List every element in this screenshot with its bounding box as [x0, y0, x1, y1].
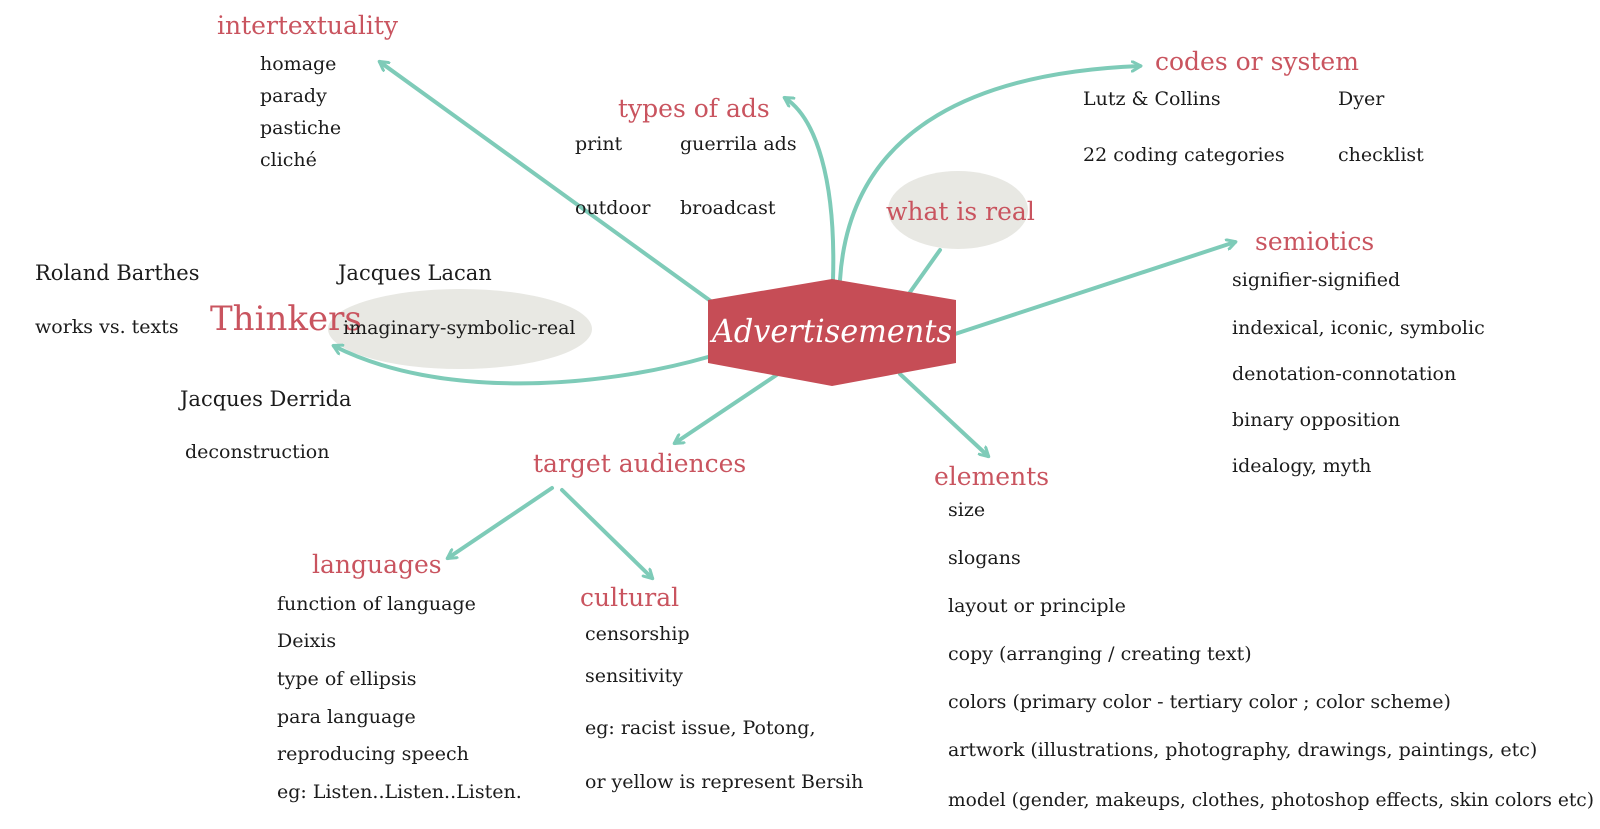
elements-item: artwork (illustrations, photography, dra… [948, 739, 1537, 761]
cultural-item: or yellow is represent Bersih [585, 771, 863, 793]
types-of-ads-item: print [575, 133, 623, 155]
elements-item: layout or principle [948, 595, 1126, 617]
codes-or-system-item: checklist [1338, 144, 1424, 166]
thinkers-item: deconstruction [185, 441, 329, 463]
languages-item: eg: Listen..Listen..Listen. [277, 781, 522, 803]
cultural-heading[interactable]: cultural [580, 583, 679, 612]
lacan-bubble [328, 289, 592, 369]
semiotics-item: idealogy, myth [1232, 455, 1371, 477]
connector-cultural [560, 488, 652, 578]
intertextuality-heading[interactable]: intertextuality [217, 11, 399, 40]
types-of-ads-heading[interactable]: types of ads [618, 94, 770, 123]
semiotics-item: binary opposition [1232, 409, 1400, 431]
thinkers-heading[interactable]: Thinkers [210, 299, 362, 339]
connector-types-of-ads [785, 98, 836, 282]
connector-what-is-real [906, 248, 942, 297]
center-label: Advertisements [709, 312, 952, 350]
codes-or-system-heading[interactable]: codes or system [1155, 47, 1359, 76]
thinkers-item: Jacques Derrida [178, 387, 352, 411]
thinkers-item: Jacques Lacan [336, 261, 492, 285]
types-of-ads-item: guerrila ads [680, 133, 797, 155]
codes-or-system-item: Dyer [1338, 88, 1385, 110]
connector-elements [898, 372, 988, 456]
languages-item: type of ellipsis [277, 668, 417, 690]
semiotics-item: denotation-connotation [1232, 363, 1456, 385]
connector-codes-or-system [838, 66, 1140, 282]
connector-semiotics [953, 242, 1235, 336]
semiotics-item: indexical, iconic, symbolic [1232, 317, 1485, 339]
languages-heading[interactable]: languages [312, 550, 442, 579]
intertextuality-item: pastiche [260, 117, 341, 139]
intertextuality-item: homage [260, 53, 336, 75]
semiotics-heading[interactable]: semiotics [1255, 227, 1374, 256]
cultural-item: eg: racist issue, Potong, [585, 717, 816, 739]
what-is-real-heading[interactable]: what is real [886, 197, 1035, 226]
elements-item: colors (primary color - tertiary color ;… [948, 691, 1451, 713]
elements-item: slogans [948, 547, 1021, 569]
target-audiences-heading[interactable]: target audiences [533, 449, 746, 478]
connector-languages [448, 486, 554, 558]
elements-item: copy (arranging / creating text) [948, 643, 1252, 665]
connector-intertextuality [380, 62, 714, 304]
connector-thinkers [334, 346, 710, 386]
thinkers-item: imaginary-symbolic-real [343, 317, 576, 339]
what-is-real-bubble [888, 171, 1028, 249]
connector-target-audiences [675, 372, 780, 443]
elements-heading[interactable]: elements [934, 462, 1049, 491]
intertextuality-item: cliché [260, 149, 317, 171]
languages-item: Deixis [277, 630, 336, 652]
types-of-ads-item: outdoor [575, 197, 651, 219]
languages-item: function of language [277, 593, 476, 615]
codes-or-system-item: 22 coding categories [1083, 144, 1285, 166]
elements-item: model (gender, makeups, clothes, photosh… [948, 789, 1594, 811]
thinkers-item: works vs. texts [35, 316, 179, 338]
elements-item: size [948, 499, 985, 521]
thinkers-item: Roland Barthes [35, 261, 200, 285]
cultural-item: sensitivity [585, 665, 683, 687]
languages-item: para language [277, 706, 416, 728]
languages-item: reproducing speech [277, 743, 469, 765]
semiotics-item: signifier-signified [1232, 269, 1400, 291]
types-of-ads-item: broadcast [680, 197, 776, 219]
intertextuality-item: parady [260, 85, 327, 107]
center-node[interactable] [708, 279, 956, 386]
cultural-item: censorship [585, 623, 690, 645]
codes-or-system-item: Lutz & Collins [1083, 88, 1221, 110]
